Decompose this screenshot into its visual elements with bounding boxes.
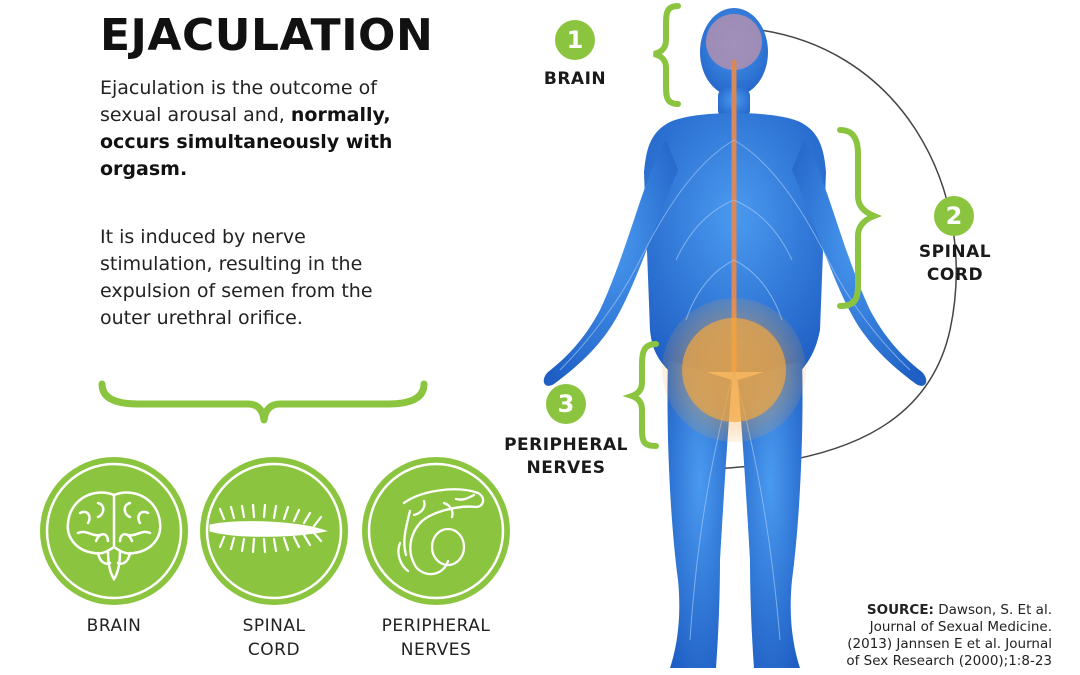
part-label-peripheral-nerves: PERIPHERAL NERVES: [496, 434, 636, 480]
detail-paragraph: It is induced by nerve stimulation, resu…: [100, 226, 373, 329]
part-label-line: SPINAL: [918, 242, 992, 262]
reproductive-organ-icon: [397, 488, 485, 576]
number-badge-3: 3: [546, 384, 586, 424]
source-text: Dawson, S. Et al. Journal of Sexual Medi…: [846, 602, 1052, 669]
intro-bold-text: normally, occurs simultaneously with org…: [100, 104, 393, 180]
brace-peripheral-nerves: [622, 341, 659, 449]
circle-label-spinal-cord: SPINAL CORD: [198, 614, 350, 662]
pelvic-glow-inner: [682, 318, 786, 422]
intro-paragraph: Ejaculation is the outcome of sexual aro…: [100, 75, 400, 183]
brain-icon: [66, 491, 162, 582]
connector-arc: [669, 27, 957, 471]
spinal-cord-icon: [209, 503, 328, 554]
source-label: SOURCE:: [866, 602, 934, 618]
part-label-brain: BRAIN: [520, 68, 630, 91]
circle-label-line: SPINAL: [242, 616, 306, 636]
part-label-spinal-cord: SPINAL CORD: [900, 241, 1010, 287]
circle-label-brain: BRAIN: [38, 614, 190, 638]
brain-circle: [40, 457, 188, 605]
peripheral-nerves-circle: [362, 457, 510, 605]
circle-label-peripheral-nerves: PERIPHERAL NERVES: [350, 614, 522, 662]
part-label-line: CORD: [926, 265, 984, 285]
body-figure: [543, 3, 957, 668]
number-badge-2: 2: [934, 196, 974, 236]
number-badge-1: 1: [555, 20, 595, 60]
page-title: EJACULATION: [100, 10, 434, 61]
spinal-cord-circle: [200, 457, 348, 605]
horizontal-brace: [98, 380, 428, 424]
brace-brain: [653, 3, 681, 107]
part-label-line: BRAIN: [543, 69, 607, 89]
intro-plain-text: Ejaculation is the outcome of sexual aro…: [100, 77, 377, 126]
part-label-line: NERVES: [526, 458, 606, 478]
part-label-line: PERIPHERAL: [504, 435, 628, 455]
circle-label-line: BRAIN: [86, 616, 142, 636]
source-citation: SOURCE: Dawson, S. Et al. Journal of Sex…: [832, 602, 1052, 670]
brain-highlight: [706, 14, 762, 70]
circle-label-line: CORD: [247, 640, 301, 660]
circle-label-line: PERIPHERAL: [381, 616, 491, 636]
circle-label-line: NERVES: [400, 640, 472, 660]
brace-spinal-cord: [837, 127, 883, 309]
